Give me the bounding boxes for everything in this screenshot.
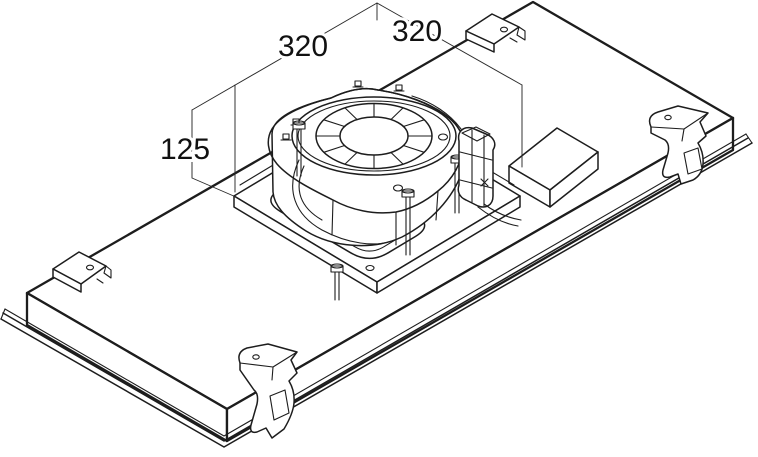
clip-bottom-window [269,389,290,421]
fan-blades [315,102,433,170]
fan-unit [267,80,464,247]
bracket-top-tab [509,26,526,43]
dimension-witness-lines [234,2,523,193]
intake-rim-inner [297,100,451,172]
panel-flange [0,133,753,448]
rod-nut-cap-2 [401,188,415,194]
junction-box [508,127,599,208]
fan-housing-top-face [267,87,464,214]
wires [411,95,522,227]
flange-end-caps [0,133,753,320]
flange-outer-edge [0,142,753,448]
clip-bottom-silhouette [238,343,298,439]
dimension-line-125 [191,109,237,198]
bracket-left-lip [52,268,82,293]
dimension-lines: 320 320 125 [157,2,523,198]
spring-clip-right [648,105,709,185]
screw-heads [282,80,403,140]
fan-wall-edges [331,190,439,246]
dimension-lines-320 [191,2,523,111]
base-plate-hole [365,264,375,272]
bracket-left-tab [96,265,112,284]
mounting-bracket-top [465,13,526,53]
clip-right-hole [664,114,672,121]
flange-mid-edge [2,137,749,442]
panel-right-face [225,116,735,443]
clip-bottom-hole [252,354,260,360]
junction-box-right [549,151,599,208]
fan-scroll-curve-1 [292,159,393,245]
fan-intake [291,96,457,176]
base-plate-right [376,195,521,294]
clip-bottom-creases [239,351,298,381]
clip-right-silhouette [648,105,709,185]
rod-nut-cap-4 [330,263,344,269]
bracket-left-hole [85,264,95,271]
housing-hole-front [392,184,404,192]
mounting-bracket-left [52,251,112,293]
bracket-top-hole [499,26,509,33]
clip-right-window [683,147,703,175]
bracket-top-lip [465,30,495,53]
clip-right-creases [650,112,709,142]
spring-clip-bottom [238,343,298,439]
rod-nuts [292,122,464,273]
intake-rim-outer [291,96,457,176]
dimension-label-320-right: 320 [392,15,442,48]
screw-washers [280,86,405,141]
flange-inner-edge [4,133,747,437]
dimension-label-320-left: 320 [278,30,328,63]
rod-nut-cap-1 [292,120,306,126]
terminal-box-lines [459,129,493,207]
housing-hole-right [437,133,449,141]
terminal-box-body [457,126,496,208]
terminal-box [411,95,522,227]
rim-screws [280,80,405,141]
dimension-label-125: 125 [160,133,210,166]
terminal-screw-icon [480,178,489,187]
